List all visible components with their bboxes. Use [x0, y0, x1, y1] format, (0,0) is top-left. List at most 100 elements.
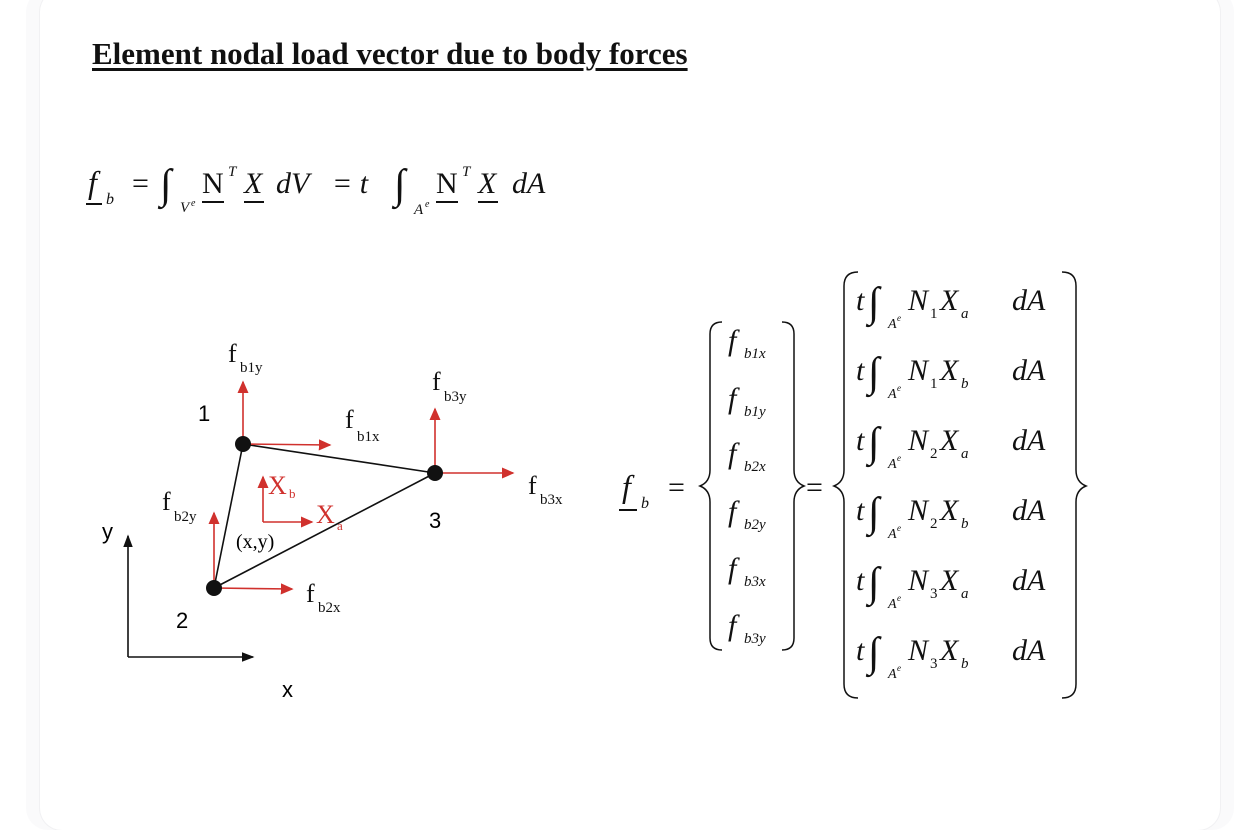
body-force: X	[939, 424, 960, 457]
integral-domain: A	[887, 527, 897, 542]
dv: dV	[276, 167, 313, 200]
slide-card	[40, 0, 1220, 830]
force-label-b3y: f	[432, 367, 441, 396]
force-label-b1y: f	[228, 339, 237, 368]
vector-lhs: f	[622, 468, 635, 504]
integral-t: t	[856, 354, 865, 387]
body-force-sub: a	[961, 446, 969, 462]
component-base: f	[728, 609, 740, 642]
body-force: X	[243, 167, 264, 200]
force-sub: b1y	[240, 360, 263, 376]
equals: =	[806, 471, 823, 504]
force-label-b1x: f	[345, 405, 354, 434]
component-base: f	[728, 495, 740, 528]
shape-index: 3	[930, 656, 938, 672]
shape-function: N	[907, 284, 930, 317]
domain-sup: e	[425, 199, 430, 210]
component-base: f	[728, 382, 740, 415]
force-arrow-b2x	[213, 583, 294, 595]
node-3	[427, 465, 443, 481]
da: dA	[1012, 494, 1046, 527]
da: dA	[1012, 424, 1046, 457]
force-sub: b1x	[357, 429, 380, 445]
force-label-b3x: f	[528, 471, 537, 500]
da: dA	[1012, 634, 1046, 667]
shape-function: N	[907, 354, 930, 387]
integral-sign: ∫	[865, 280, 882, 328]
shape-function: N	[907, 424, 930, 457]
integral-domain-sup: e	[897, 383, 901, 393]
shape-function: N	[907, 634, 930, 667]
force-sub: b3y	[444, 389, 467, 405]
da: dA	[1012, 354, 1046, 387]
eq-equals: =	[132, 167, 149, 200]
equals: =	[668, 471, 685, 504]
node-1	[235, 436, 251, 452]
node-label-3: 3	[429, 508, 441, 533]
body-force-a-sub: a	[337, 518, 343, 533]
integral-domain-sup: e	[897, 593, 901, 603]
eq-lhs-sub: b	[106, 191, 114, 208]
right-brace	[781, 321, 807, 651]
shape-index: 3	[930, 586, 938, 602]
force-sub: b2x	[318, 600, 341, 616]
domain-sup: e	[191, 198, 196, 209]
body-force-integral-equation: f b = ∫ V e N T X dV = t ∫ A e N T X dA	[86, 162, 546, 218]
da: dA	[1012, 284, 1046, 317]
body-force-sub: b	[961, 516, 969, 532]
body-force-b-label: X	[268, 471, 287, 500]
force-sub: b2y	[174, 509, 197, 525]
component-sub: b1x	[744, 346, 766, 362]
domain-a: A	[413, 202, 424, 218]
body-force-sub: a	[961, 306, 969, 322]
shape-index: 2	[930, 446, 938, 462]
shape-matrix: N	[202, 167, 224, 200]
integral-domain-sup: e	[897, 523, 901, 533]
integral-domain: A	[887, 317, 897, 332]
body-force-sub: b	[961, 656, 969, 672]
integral-sign: ∫	[865, 630, 882, 678]
component-sub: b3y	[744, 631, 766, 647]
integral-sign: ∫	[865, 490, 882, 538]
integral-domain-sup: e	[897, 453, 901, 463]
integral-sign: ∫	[865, 560, 882, 608]
right-brace	[1061, 271, 1089, 699]
node-2	[206, 580, 222, 596]
component-sub: b2x	[744, 459, 766, 475]
body-force: X	[939, 284, 960, 317]
force-label-b2x: f	[306, 579, 315, 608]
component-sub: b3x	[744, 574, 766, 590]
integral-sign: ∫	[865, 350, 882, 398]
body-force: X	[477, 167, 498, 200]
integral-t: t	[856, 564, 865, 597]
shape-function: N	[907, 494, 930, 527]
body-force: X	[939, 494, 960, 527]
integral-sign: ∫	[157, 162, 174, 210]
eq-lhs: f	[88, 164, 101, 200]
node-label-1: 1	[198, 401, 210, 426]
slide-content: f b = ∫ V e N T X dV = t ∫ A e N T X dA …	[86, 162, 1089, 702]
shape-index: 1	[930, 376, 938, 392]
transpose: T	[462, 164, 472, 180]
body-force-a-label: X	[316, 500, 335, 529]
da: dA	[1012, 564, 1046, 597]
eq-equals-t: = t	[332, 167, 369, 200]
integral-domain: A	[887, 387, 897, 402]
integral-domain: A	[887, 667, 897, 682]
integral-t: t	[856, 634, 865, 667]
body-force-sub: a	[961, 586, 969, 602]
left-brace	[831, 271, 859, 699]
triangle-element-diagram: x y 1 2 3 (x,y) X b X a f b1y	[102, 339, 563, 702]
left-brace	[697, 321, 723, 651]
shape-matrix: N	[436, 167, 458, 200]
transpose: T	[228, 164, 238, 180]
shape-function: N	[907, 564, 930, 597]
integral-sign: ∫	[391, 162, 408, 210]
